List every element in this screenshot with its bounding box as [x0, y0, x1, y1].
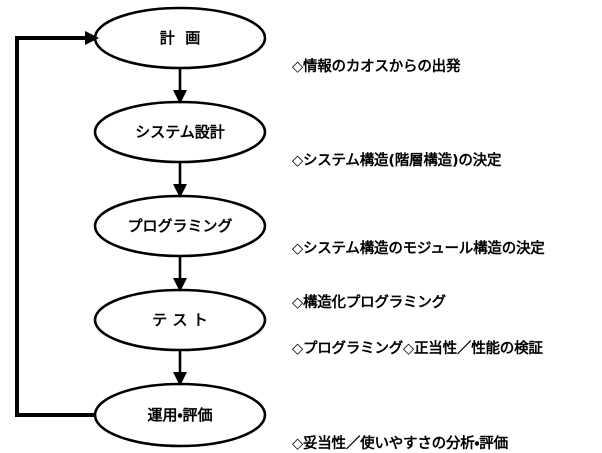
annotation-programming: ◇システム構造のモジュール構造の決定 ◇構造化プログラミング	[292, 204, 545, 348]
annotation-line: ◇システム構造(階層構造)の決定	[292, 153, 502, 169]
node-label-plan: 計 画	[159, 29, 201, 47]
annotation-line: ◇妥当性／使いやすさの分析・評価	[292, 436, 508, 452]
connector-plan-to-design	[173, 68, 187, 104]
connector-programming-to-test	[173, 256, 187, 292]
connector-design-to-programming	[173, 162, 187, 198]
connector-test-to-operation	[173, 350, 187, 386]
annotation-line: ◇システム構造のモジュール構造の決定	[292, 241, 545, 257]
node-label-operation: 運用・評価	[147, 406, 213, 424]
annotation-design: ◇システム構造(階層構造)の決定	[292, 116, 501, 206]
node-label-programming: プログラミング	[127, 217, 233, 235]
annotation-line: ◇構造化プログラミング	[292, 295, 446, 311]
feedback-loop-arrow	[15, 31, 99, 417]
annotation-line: ◇情報のカオスからの出発	[292, 59, 461, 75]
annotation-operation: ◇妥当性／使いやすさの分析・評価	[292, 399, 508, 453]
node-label-test: テ ス ト	[152, 311, 208, 329]
node-label-design: システム設計	[135, 123, 225, 141]
annotation-line: ◇プログラミング◇正当性／性能の検証	[292, 341, 543, 357]
annotation-plan: ◇情報のカオスからの出発	[292, 22, 460, 112]
annotation-test: ◇プログラミング◇正当性／性能の検証	[292, 304, 543, 394]
